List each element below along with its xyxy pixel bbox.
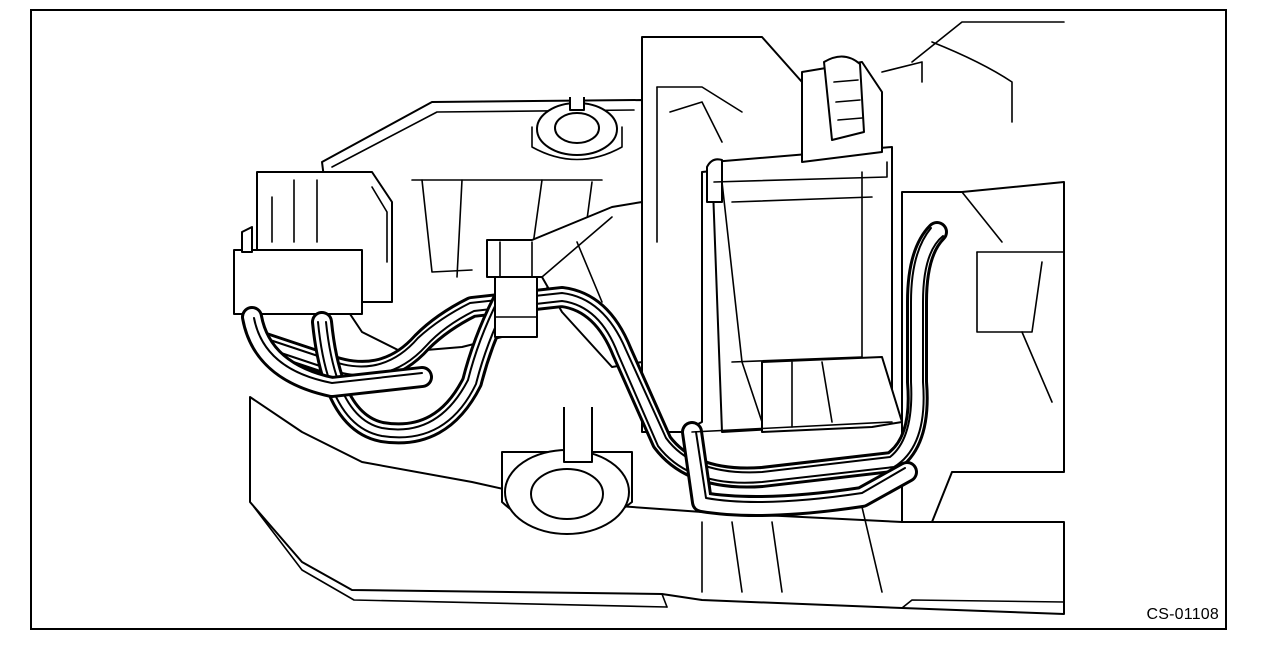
terminal-base [691, 356, 903, 593]
left-connector [233, 171, 393, 315]
housing-base [249, 99, 1065, 615]
harness-clip [494, 241, 538, 338]
upper-mounting-boss [531, 97, 623, 161]
lower-mounting-boss [501, 407, 633, 535]
figure-code: CS-01108 [1146, 606, 1219, 623]
line-drawing [233, 21, 1065, 615]
figure-frame: CS-01108 [30, 9, 1227, 630]
wire-harness [241, 221, 948, 517]
right-housing [881, 21, 1065, 523]
